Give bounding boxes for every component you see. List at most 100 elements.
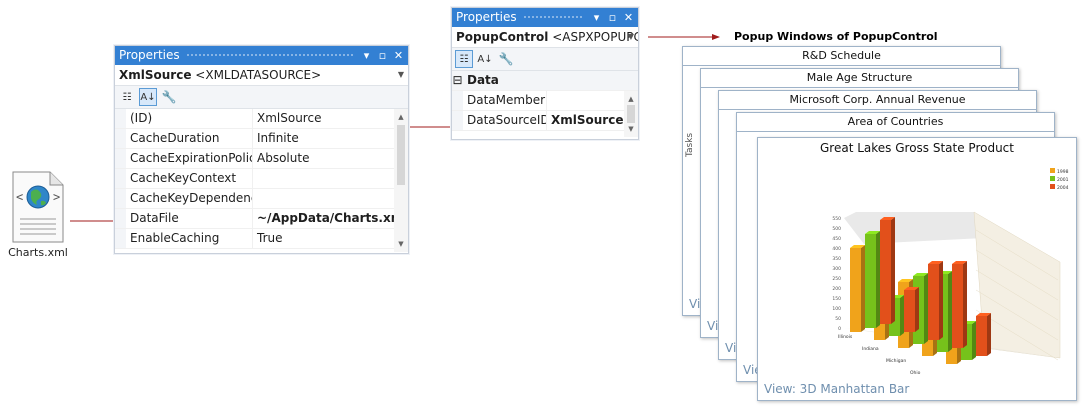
- row-gutter: [115, 209, 126, 228]
- property-value[interactable]: True: [257, 231, 283, 245]
- property-value[interactable]: [253, 189, 394, 208]
- legend-label: 1998: [1057, 169, 1069, 175]
- xml-file-icon[interactable]: < >: [12, 171, 64, 243]
- property-row[interactable]: CacheKeyDependency: [115, 189, 408, 209]
- panel-title: Properties: [119, 48, 180, 62]
- alphabetical-sort-icon[interactable]: A↓: [139, 88, 157, 106]
- category-row[interactable]: ⊟ Data: [452, 71, 638, 91]
- scroll-up-icon[interactable]: ▲: [628, 95, 634, 103]
- property-row[interactable]: EnableCaching True: [115, 229, 408, 249]
- vertical-scrollbar[interactable]: ▲ ▼: [394, 109, 408, 252]
- property-value[interactable]: Absolute: [257, 151, 310, 165]
- bar-front: [880, 220, 891, 324]
- bar-side: [924, 273, 928, 344]
- properties-panel-xmlsource: Properties ▾ ▫ ✕ XmlSource <XMLDATASOURC…: [114, 45, 409, 254]
- collapse-icon[interactable]: ⊟: [452, 71, 463, 90]
- bar-side: [972, 321, 976, 360]
- close-icon[interactable]: ✕: [623, 11, 634, 24]
- object-selector[interactable]: XmlSource <XMLDATASOURCE> ▼: [115, 65, 408, 86]
- y-tick-label: 400: [832, 246, 841, 252]
- titlebar-grip: [185, 53, 354, 58]
- dropdown-icon[interactable]: ▾: [363, 49, 370, 62]
- property-row[interactable]: DataMember: [452, 91, 638, 111]
- bar-side: [891, 217, 895, 324]
- y-tick-label: 300: [832, 266, 841, 272]
- pin-icon[interactable]: ▫: [378, 49, 387, 62]
- properties-panel-popupcontrol: Properties ▾ ▫ ✕ PopupControl <ASPXPOPUP…: [451, 7, 639, 140]
- bar-top: [952, 261, 967, 264]
- y-tick-label: 350: [832, 256, 841, 262]
- property-name: DataSourceID: [463, 111, 547, 130]
- axis-label: Tasks: [685, 132, 695, 157]
- close-icon[interactable]: ✕: [393, 49, 404, 62]
- property-value[interactable]: Infinite: [257, 131, 299, 145]
- chevron-down-icon[interactable]: ▼: [397, 70, 404, 79]
- alphabetical-sort-icon[interactable]: A↓: [477, 53, 493, 65]
- bar-side: [939, 261, 943, 340]
- bar-front: [976, 316, 987, 356]
- properties-toolbar: ☷ A↓ 🔧: [452, 48, 638, 71]
- categorized-icon[interactable]: ☷: [122, 91, 132, 103]
- property-value[interactable]: XmlSource: [257, 111, 322, 125]
- popup-window-title: R&D Schedule: [683, 47, 1000, 66]
- vertical-scrollbar[interactable]: ▲ ▼: [624, 91, 638, 137]
- categorized-icon[interactable]: ☷: [455, 50, 473, 68]
- property-row[interactable]: DataFile~/AppData/Charts.xml: [115, 209, 408, 229]
- scroll-thumb[interactable]: [627, 105, 635, 123]
- legend-swatch: [1050, 184, 1055, 189]
- popup-window-title: Microsoft Corp. Annual Revenue: [719, 91, 1036, 110]
- scroll-down-icon[interactable]: ▼: [628, 125, 634, 133]
- category-label: Ohio: [910, 370, 921, 376]
- y-tick-label: 250: [832, 276, 841, 282]
- property-row[interactable]: CacheKeyContext: [115, 169, 408, 189]
- property-name: (ID): [126, 109, 253, 128]
- legend-swatch: [1050, 168, 1055, 173]
- svg-text:>: >: [53, 190, 60, 204]
- chevron-down-icon[interactable]: ▼: [627, 32, 634, 41]
- scroll-down-icon[interactable]: ▼: [398, 240, 404, 248]
- bar-front: [928, 264, 939, 340]
- y-tick-label: 0: [838, 326, 841, 332]
- property-row[interactable]: CacheDuration Infinite: [115, 129, 408, 149]
- dropdown-icon[interactable]: ▾: [593, 11, 600, 24]
- object-selector[interactable]: PopupControl <ASPXPOPUPC( ▼: [452, 27, 638, 48]
- grid-line: [975, 289, 1059, 341]
- bar-top: [913, 273, 928, 276]
- row-gutter: [115, 149, 126, 168]
- property-value[interactable]: [253, 169, 394, 188]
- property-value[interactable]: ~/AppData/Charts.xml: [257, 211, 394, 225]
- scroll-thumb[interactable]: [397, 125, 405, 185]
- svg-text:<: <: [16, 190, 23, 204]
- property-name: CacheDuration: [126, 129, 253, 148]
- properties-toolbar: ☷ A↓ 🔧: [115, 86, 408, 109]
- object-type: <ASPXPOPUPC(: [552, 30, 638, 44]
- property-name: DataMember: [463, 91, 547, 110]
- wrench-icon[interactable]: 🔧: [498, 52, 514, 66]
- panel-titlebar: Properties ▾ ▫ ✕: [115, 46, 408, 65]
- property-name: CacheKeyContext: [126, 169, 253, 188]
- pin-icon[interactable]: ▫: [608, 11, 617, 24]
- scroll-up-icon[interactable]: ▲: [398, 113, 404, 121]
- object-name: PopupControl: [456, 30, 549, 44]
- globe-icon: [26, 185, 50, 209]
- bar-top: [865, 231, 880, 234]
- bar-side: [876, 231, 880, 328]
- grid-line: [975, 229, 1059, 281]
- property-row[interactable]: (ID) XmlSource: [115, 109, 408, 129]
- bar-side: [963, 261, 967, 348]
- bar-front: [850, 248, 861, 332]
- property-value[interactable]: [547, 91, 624, 110]
- row-gutter: [452, 91, 463, 110]
- bar-top: [880, 217, 895, 220]
- bar-side: [900, 295, 904, 336]
- property-value[interactable]: XmlSource: [551, 113, 624, 127]
- y-tick-label: 200: [832, 286, 841, 292]
- row-gutter: [115, 229, 126, 248]
- wrench-icon[interactable]: 🔧: [161, 90, 177, 104]
- object-type: <XMLDATASOURCE>: [195, 68, 322, 82]
- property-name: EnableCaching: [126, 229, 253, 248]
- property-row[interactable]: DataSourceID XmlSource: [452, 111, 638, 131]
